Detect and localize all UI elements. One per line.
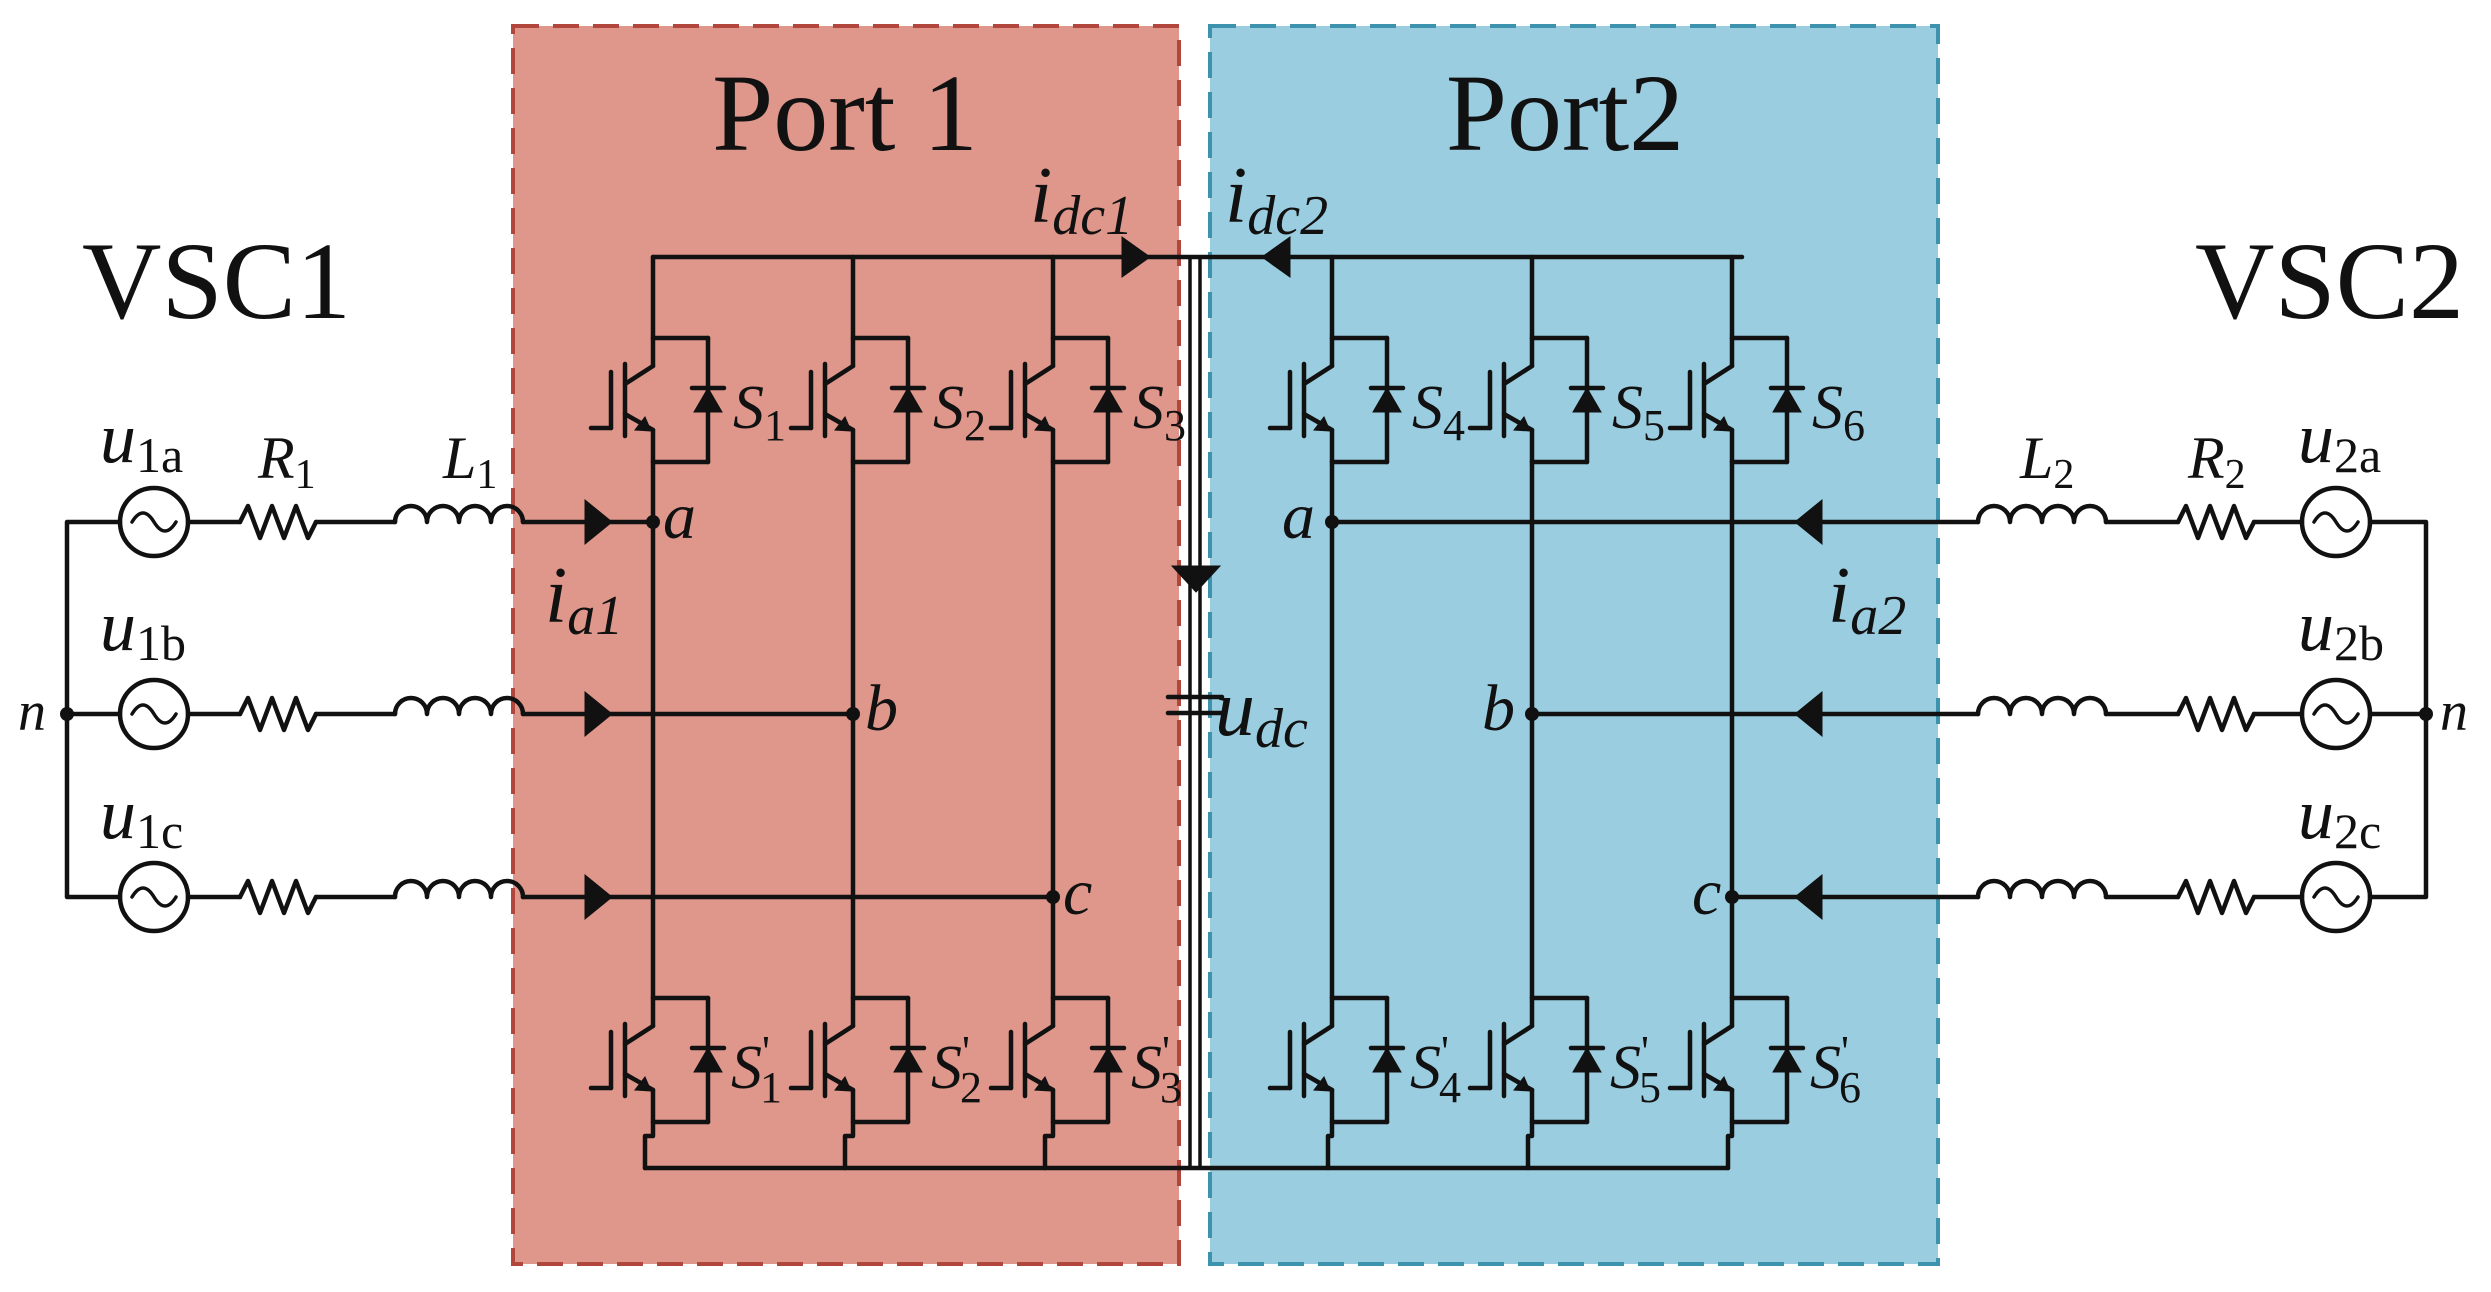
neutral-left-label: n bbox=[18, 681, 46, 743]
switch-s6-upper bbox=[1667, 335, 1806, 465]
r1-label: R1 bbox=[257, 425, 316, 498]
u2c-label: u2c bbox=[2298, 774, 2381, 859]
leg-4: S4S'4 bbox=[1267, 254, 1465, 1171]
s1-label: S1 bbox=[733, 374, 786, 450]
s5-prime-label: S'5 bbox=[1610, 1027, 1661, 1112]
left-phase-b bbox=[185, 690, 856, 738]
switch-s5-lower bbox=[1467, 995, 1606, 1125]
switch-s4-upper bbox=[1267, 335, 1406, 465]
port1-title: Port 1 bbox=[712, 52, 978, 174]
source-u1a bbox=[117, 485, 191, 559]
phase-c-arrow-left bbox=[584, 873, 613, 921]
neutral-right-label: n bbox=[2440, 681, 2468, 743]
leg-5: S5S'5 bbox=[1467, 254, 1665, 1171]
u2b-label: u2b bbox=[2298, 586, 2384, 671]
vsc1-label: VSC1 bbox=[82, 220, 351, 342]
leg-3: S3S'3 bbox=[988, 254, 1186, 1171]
s1-prime-label: S'1 bbox=[731, 1027, 782, 1112]
switch-s6-lower bbox=[1667, 995, 1806, 1125]
u2a-label: u2a bbox=[2298, 398, 2381, 483]
idc1-arrow bbox=[1121, 236, 1151, 278]
switch-s2-upper bbox=[788, 335, 927, 465]
switch-s3-upper bbox=[988, 335, 1127, 465]
right-neutral-bus bbox=[2367, 519, 2433, 900]
s5-label: S5 bbox=[1612, 374, 1665, 450]
source-u2a bbox=[2299, 485, 2373, 559]
l1-label: L1 bbox=[442, 425, 497, 498]
ia1-arrow bbox=[584, 498, 613, 546]
ia2-label: ia2 bbox=[1828, 552, 1906, 647]
s4-label: S4 bbox=[1412, 374, 1465, 450]
switch-s2-lower bbox=[788, 995, 927, 1125]
node-b-left-label: b bbox=[865, 672, 898, 745]
switch-s1-upper bbox=[588, 335, 727, 465]
s6-prime-label: S'6 bbox=[1810, 1027, 1861, 1112]
phase-b-arrow-left bbox=[584, 690, 613, 738]
idc1-label: idc1 bbox=[1030, 152, 1133, 247]
s2-label: S2 bbox=[933, 374, 986, 450]
phase-b-arrow-right bbox=[1794, 690, 1823, 738]
vsc2-label: VSC2 bbox=[2195, 220, 2464, 342]
left-phase-c bbox=[185, 873, 1056, 921]
ia1-label: ia1 bbox=[545, 552, 623, 647]
u1a-label: u1a bbox=[100, 398, 183, 483]
s6-label: S6 bbox=[1812, 374, 1865, 450]
leg-1: S1S'1 bbox=[588, 254, 786, 1171]
s4-prime-label: S'4 bbox=[1410, 1027, 1461, 1112]
switch-s5-upper bbox=[1467, 335, 1606, 465]
phase-c-arrow-right bbox=[1794, 873, 1823, 921]
source-u2b bbox=[2299, 677, 2373, 751]
s3-label: S3 bbox=[1133, 374, 1186, 450]
l2-label: L2 bbox=[2019, 425, 2074, 498]
left-neutral-bus bbox=[60, 519, 123, 900]
source-u1c bbox=[117, 860, 191, 934]
ia2-arrow bbox=[1794, 498, 1823, 546]
switch-s1-lower bbox=[588, 995, 727, 1125]
node-b-right-label: b bbox=[1482, 672, 1515, 745]
switch-s3-lower bbox=[988, 995, 1127, 1125]
right-phase-b bbox=[1529, 690, 2305, 738]
idc2-label: idc2 bbox=[1225, 152, 1328, 247]
dc-link bbox=[642, 254, 1745, 1171]
s3-prime-label: S'3 bbox=[1131, 1027, 1182, 1112]
node-a-left-label: a bbox=[663, 480, 696, 553]
r2-label: R2 bbox=[2187, 425, 2246, 498]
source-u2c bbox=[2299, 860, 2373, 934]
right-phase-c bbox=[1729, 873, 2305, 921]
u1b-label: u1b bbox=[100, 586, 186, 671]
u1c-label: u1c bbox=[100, 774, 183, 859]
idc2-arrow bbox=[1261, 236, 1291, 278]
leg-2: S2S'2 bbox=[788, 254, 986, 1171]
left-phase-a bbox=[185, 498, 656, 546]
s2-prime-label: S'2 bbox=[931, 1027, 982, 1112]
node-c-left-label: c bbox=[1063, 856, 1092, 929]
port2-title: Port2 bbox=[1446, 52, 1684, 174]
node-a-right-label: a bbox=[1282, 480, 1315, 553]
udc-arrow bbox=[1170, 565, 1222, 593]
source-u1b bbox=[117, 677, 191, 751]
leg-6: S6S'6 bbox=[1667, 254, 1865, 1171]
right-phase-a bbox=[1329, 498, 2305, 546]
udc-label: udc bbox=[1215, 665, 1308, 760]
switch-s4-lower bbox=[1267, 995, 1406, 1125]
node-c-right-label: c bbox=[1692, 856, 1721, 929]
